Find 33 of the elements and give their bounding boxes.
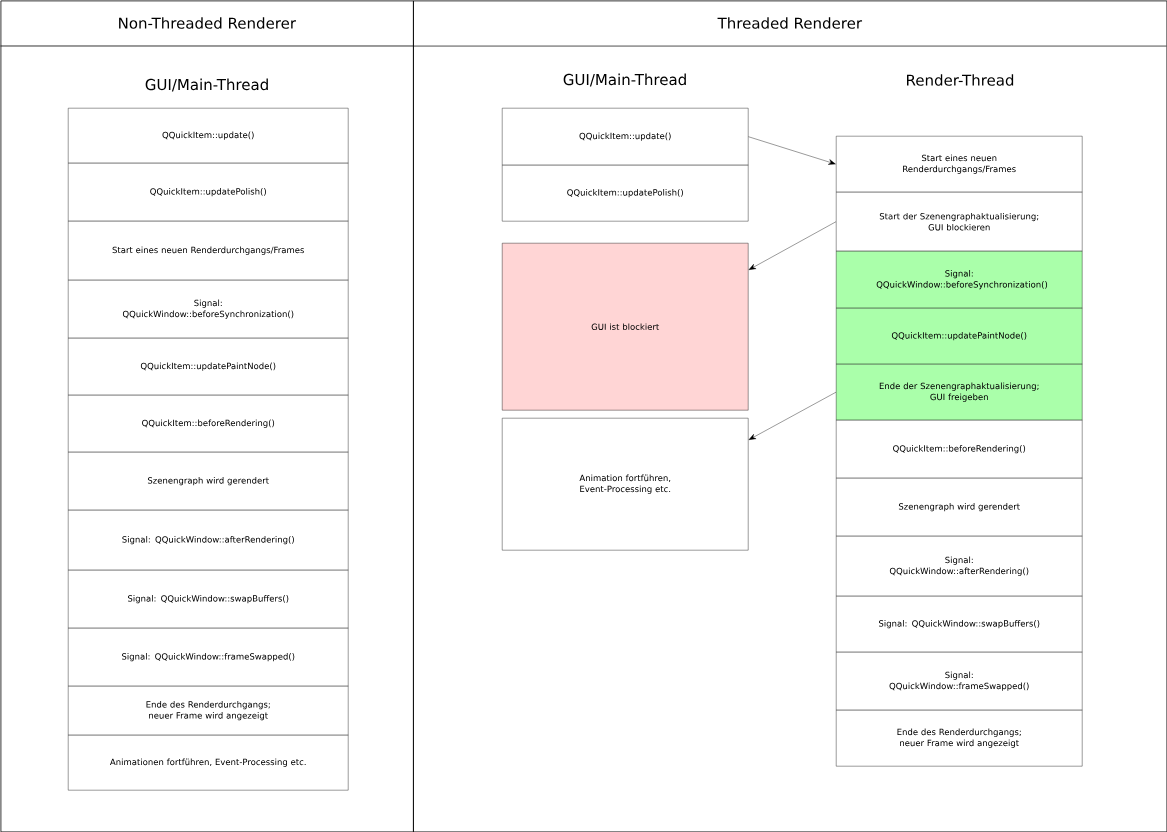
arrow <box>748 136 836 165</box>
step-box: QQuickItem::updatePolish() <box>68 163 349 222</box>
step-box: QQuickItem::update() <box>68 108 349 164</box>
step-box: Signal: QQuickWindow::frameSwapped() <box>68 628 349 687</box>
step-box: Ende des Renderdurchgangs; neuer Frame wird angezeigt <box>68 686 349 736</box>
step-box: Signal: QQuickWindow::beforeSynchronization() <box>836 251 1083 309</box>
step-box: Ende des Renderdurchgangs; neuer Frame wird angezeigt <box>836 710 1083 767</box>
step-box: QQuickItem::beforeRendering() <box>836 420 1083 479</box>
step-box: GUI ist blockiert <box>502 243 749 411</box>
step-box: Animationen fortführen, Event-Processing etc. <box>68 735 349 791</box>
step-box: Signal: QQuickWindow::afterRendering() <box>836 536 1083 597</box>
step-box: Signal: QQuickWindow::frameSwapped() <box>836 652 1083 711</box>
column-heading: Render-Thread <box>907 74 1014 86</box>
step-box: QQuickItem::beforeRendering() <box>68 395 349 453</box>
arrow <box>748 221 837 270</box>
step-box: Szenengraph wird gerendert <box>836 478 1083 537</box>
column-heading: GUI/Main-Thread <box>563 73 686 87</box>
step-box: Ende der Szenengraphaktualisierung; GUI freigeben <box>836 364 1083 421</box>
step-box: Signal: QQuickWindow::swapBuffers() <box>68 570 349 629</box>
step-box: Start der Szenengraphaktualisierung; GUI blockieren <box>836 192 1083 252</box>
step-box: Start eines neuen Renderdurchgangs/Frames <box>68 221 349 281</box>
step-box: Signal: QQuickWindow::beforeSynchronization() <box>68 280 349 339</box>
step-box: QQuickItem::updatePaintNode() <box>836 308 1083 365</box>
step-box: Animation fortführen, Event-Processing etc. <box>502 418 749 551</box>
step-box: QQuickItem::updatePaintNode() <box>68 338 349 396</box>
step-box: QQuickItem::updatePolish() <box>502 165 749 222</box>
column-heading: GUI/Main-Thread <box>145 78 268 92</box>
step-box: Signal: QQuickWindow::swapBuffers() <box>836 596 1083 653</box>
step-box: Szenengraph wird gerendert <box>68 452 349 511</box>
step-box: Start eines neuen Renderdurchgangs/Frames <box>836 136 1083 193</box>
step-box: QQuickItem::update() <box>502 108 749 166</box>
step-box: Signal: QQuickWindow::afterRendering() <box>68 510 349 571</box>
arrow <box>748 392 837 440</box>
